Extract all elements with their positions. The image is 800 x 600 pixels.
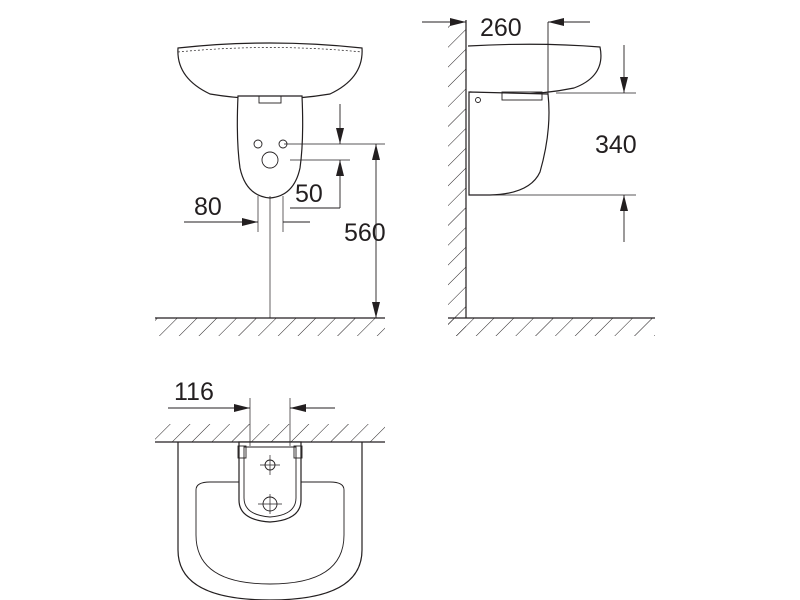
dim-260-label: 260 [480, 14, 522, 42]
side-pedestal [468, 91, 550, 196]
side-floor-hatch [448, 318, 655, 336]
front-basin-rim [177, 47, 363, 53]
front-floor-hatch [155, 318, 385, 336]
top-bracket-right [293, 445, 303, 459]
side-basin [467, 43, 602, 95]
dim-50-label: 50 [295, 180, 323, 208]
top-bracket-left [237, 445, 247, 459]
dim-80-arrow [242, 218, 258, 226]
front-fixing-hole-left [253, 139, 263, 149]
dim-116-arrow-left [234, 404, 250, 412]
front-pedestal-notch [258, 95, 282, 104]
dim-260-arrow-left [450, 18, 466, 26]
dim-560-arrow-bottom [372, 302, 380, 318]
dim-260-arrow-right [548, 18, 564, 26]
front-basin [177, 42, 363, 100]
top-view: 116 [155, 378, 385, 600]
dim-80-label: 80 [194, 193, 222, 221]
front-pedestal [236, 95, 304, 199]
dim-560-label: 560 [344, 219, 386, 247]
top-pedestal [238, 441, 302, 523]
dim-340-arrow-top [620, 77, 628, 93]
top-basin-bowl [195, 481, 345, 585]
top-basin-outer [177, 442, 363, 600]
top-pedestal-inner [243, 446, 297, 518]
side-pedestal-notch [501, 91, 543, 101]
dim-340-label: 340 [595, 131, 637, 159]
side-wall-hatch [448, 20, 466, 336]
dim-560-arrow-top [372, 144, 380, 160]
side-view: 260 340 [422, 14, 655, 336]
top-wall-hatch [155, 424, 385, 442]
dim-50-arrow-bottom [336, 128, 344, 144]
dim-116-label: 116 [174, 378, 214, 406]
dim-50-arrow-top [336, 160, 344, 176]
dim-340-arrow-bottom [620, 195, 628, 211]
dim-116-arrow-right [290, 404, 306, 412]
side-fixing-dot [475, 97, 481, 103]
front-view: 80 50 560 [155, 42, 386, 336]
front-drain-hole [261, 151, 279, 169]
